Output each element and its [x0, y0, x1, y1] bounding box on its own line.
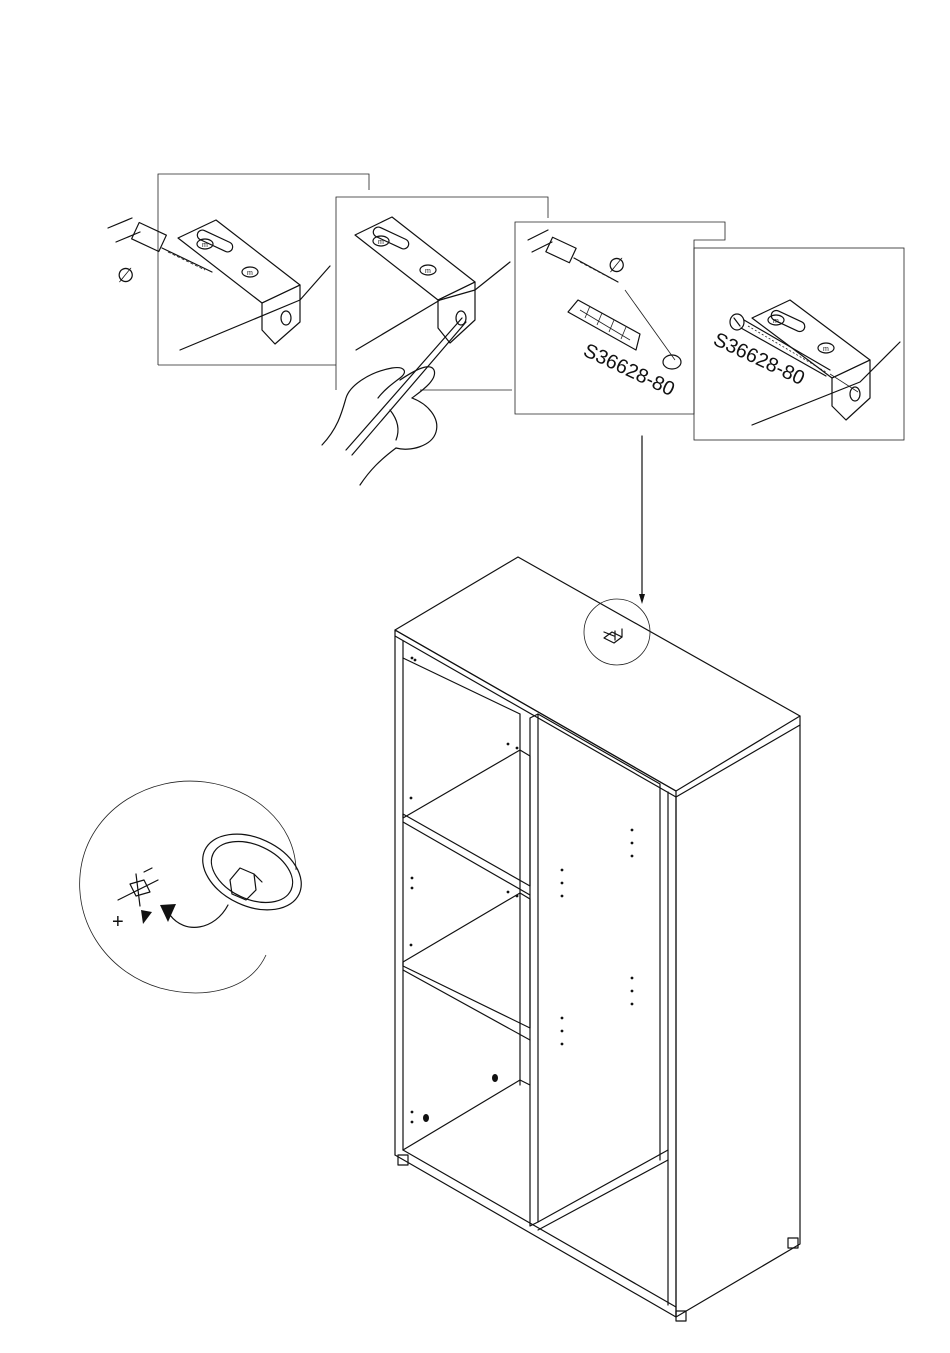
placement-arrow — [639, 436, 645, 604]
step-1-drill-panel: m m ∅ — [108, 174, 369, 365]
bracket-mark: m — [202, 242, 208, 249]
dowel-part-code: S36628-80 — [580, 340, 678, 401]
wall-hole — [663, 355, 681, 369]
bracket-mark: m — [247, 270, 253, 277]
hand-icon — [322, 367, 437, 485]
bracket-mark: m — [425, 268, 431, 275]
wall-plug-icon — [568, 300, 640, 350]
cam-socket-icon — [118, 868, 158, 906]
drill-icon — [108, 218, 212, 272]
bracket-mark: m — [378, 239, 384, 246]
bracket-mark: m — [823, 346, 829, 353]
drill-diameter-symbol: ∅ — [117, 265, 134, 287]
step-4-screw-panel: m m S36628-80 — [694, 248, 904, 440]
step-2-mark-panel: m m — [322, 197, 548, 485]
drill-diameter-symbol: ∅ — [608, 255, 625, 277]
cabinet-drawing — [395, 557, 800, 1321]
step-3-dowel-panel: ∅ S36628-80 — [515, 222, 725, 414]
cam-lock-disc-icon — [191, 819, 314, 925]
direction-arrow-icon — [141, 910, 152, 924]
pencil-icon — [346, 318, 466, 455]
bracket-mark: m — [773, 318, 779, 325]
drill-icon — [528, 230, 618, 282]
cam-lock-detail: + — [80, 781, 314, 993]
tighten-symbol: + — [112, 911, 124, 933]
bracket-location-callout — [584, 599, 650, 665]
